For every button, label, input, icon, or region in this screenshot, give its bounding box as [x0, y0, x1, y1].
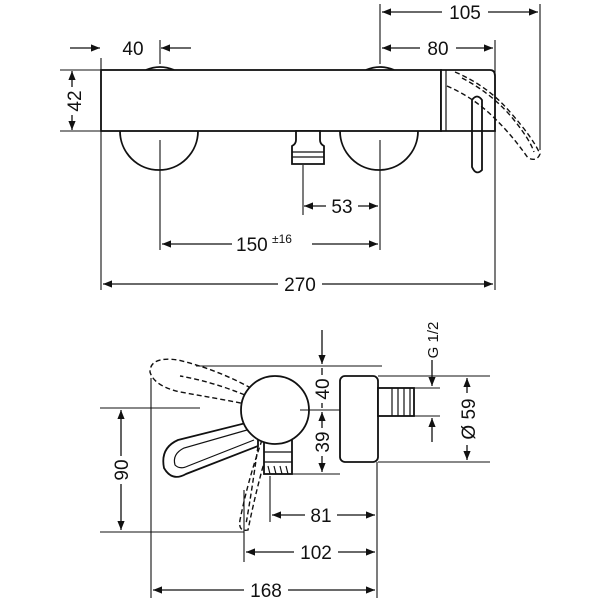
mixer-body-side — [240, 375, 310, 445]
dim-102: 102 — [300, 543, 332, 564]
dim-105: 105 — [449, 3, 481, 24]
top-extension-lines — [60, 4, 541, 290]
side-view — [149, 358, 415, 531]
lever-rotated-up — [149, 358, 259, 405]
dim-42: 42 — [65, 90, 86, 111]
handle-body — [440, 69, 496, 132]
side-dimension-labels: G 1/2 40 39 Ø 59 90 81 102 168 — [112, 322, 480, 600]
dim-81: 81 — [310, 506, 331, 527]
right-rosette — [339, 130, 419, 171]
left-rosette — [119, 130, 199, 171]
dim-150: 150 — [236, 235, 268, 256]
dim-thread-g-half: G 1/2 — [425, 322, 442, 359]
outlet-nozzle-side — [263, 439, 293, 475]
dim-168: 168 — [250, 581, 282, 600]
dim-90: 90 — [112, 459, 133, 480]
dim-150-tolerance: ±16 — [272, 232, 292, 246]
dim-270: 270 — [284, 275, 316, 296]
top-view — [100, 66, 541, 174]
lever-handle — [471, 95, 483, 174]
side-extension-lines — [100, 365, 490, 598]
top-dimension-labels: 105 40 80 42 53 150 ±16 270 — [64, 2, 488, 296]
thread-connector — [377, 387, 415, 417]
mixer-body — [100, 69, 442, 132]
dim-40-top: 40 — [122, 39, 143, 60]
wall-rosette — [339, 375, 379, 463]
dim-40-side: 40 — [313, 378, 334, 399]
dim-39: 39 — [313, 431, 334, 452]
dim-53: 53 — [331, 197, 352, 218]
dim-80: 80 — [427, 39, 448, 60]
dim-diameter-59: Ø 59 — [459, 398, 480, 439]
lever-arm — [162, 418, 259, 478]
outlet-nozzle — [291, 130, 325, 165]
lever-rotated — [446, 71, 541, 161]
